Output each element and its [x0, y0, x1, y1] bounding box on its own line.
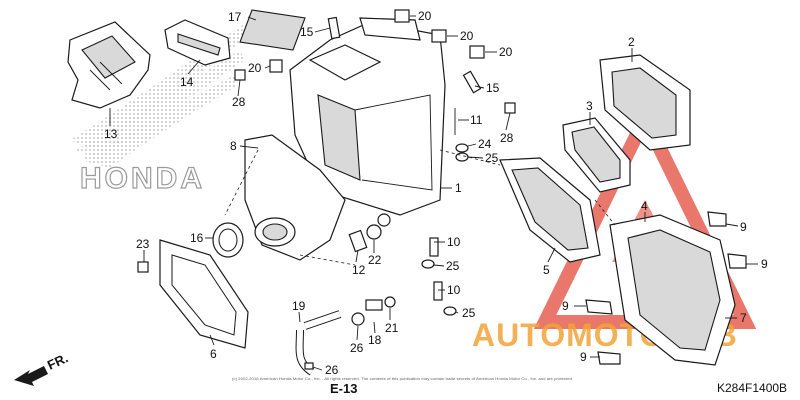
callout-10a: 10 [447, 235, 461, 249]
callout-20c: 20 [499, 45, 513, 59]
callout-9b: 9 [761, 257, 768, 271]
callout-25a: 25 [485, 151, 499, 165]
front-direction-label: FR. [45, 350, 70, 372]
diagram-code: K284F1400B [717, 381, 787, 395]
honda-watermark-text: HONDA [80, 162, 205, 195]
part-4-side-cover [609, 214, 736, 366]
callout-9d: 9 [580, 350, 587, 364]
callout-21: 21 [385, 321, 399, 335]
part-13-cover [67, 21, 151, 109]
callout-1: 1 [455, 181, 462, 195]
part-14-intake-duct [164, 19, 231, 66]
part-17-sheet [239, 9, 306, 51]
front-direction-arrow [14, 366, 48, 386]
callout-17: 17 [228, 10, 242, 24]
callout-4: 4 [641, 199, 648, 213]
callout-8: 8 [230, 139, 237, 153]
callout-20d: 20 [248, 61, 262, 75]
callout-11: 11 [470, 113, 483, 127]
callout-5: 5 [543, 263, 550, 277]
callout-15b: 15 [486, 81, 500, 95]
callout-25b: 25 [446, 259, 460, 273]
callout-2: 2 [628, 35, 635, 49]
copyright-text: (c) 2002-2016 American Honda Motor Co., … [232, 376, 572, 381]
callout-22: 22 [368, 253, 382, 267]
leader-lines [109, 15, 758, 371]
callout-14: 14 [180, 75, 194, 89]
part-8-rear-housing [244, 134, 346, 261]
callout-12: 12 [352, 263, 366, 277]
callout-9c: 9 [562, 299, 569, 313]
callout-26b: 26 [325, 363, 339, 377]
callout-23: 23 [136, 237, 150, 251]
callout-28b: 28 [500, 131, 514, 145]
callout-9a: 9 [740, 220, 747, 234]
callout-13: 13 [104, 127, 118, 141]
callout-26a: 26 [350, 341, 364, 355]
callout-28a: 28 [232, 95, 246, 109]
part-5-filter-cover [499, 157, 601, 263]
callout-20a: 20 [418, 9, 432, 23]
callout-20b: 20 [460, 29, 474, 43]
part-19-breather-tube [295, 310, 342, 376]
part-6-gasket [159, 239, 249, 349]
reference-e13: E-13 [330, 381, 357, 396]
callout-labels: 1 2 3 4 5 6 7 8 9 9 9 9 10 10 11 12 13 1… [104, 9, 768, 377]
part-1-air-cleaner-case [289, 17, 446, 216]
callout-7: 7 [740, 311, 747, 325]
callout-24: 24 [478, 137, 492, 151]
callout-16: 16 [190, 231, 204, 245]
callout-15a: 15 [300, 25, 314, 39]
callout-6: 6 [210, 347, 217, 361]
part-3-element-frame [562, 117, 631, 193]
part-16-clamp [212, 222, 244, 258]
part-2-foam-element [599, 54, 691, 151]
callout-10b: 10 [447, 283, 461, 297]
callout-19: 19 [292, 299, 306, 313]
callout-25c: 25 [462, 306, 476, 320]
callout-3: 3 [586, 99, 593, 113]
callout-18: 18 [368, 333, 382, 347]
